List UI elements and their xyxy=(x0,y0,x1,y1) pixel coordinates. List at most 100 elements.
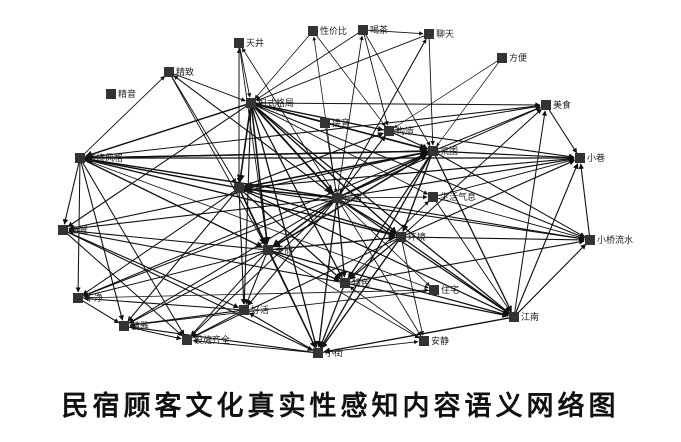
edge-minsu-jiangnan xyxy=(340,200,510,315)
edge-jiangnan-xiaojie xyxy=(323,317,510,355)
edge-jiushi-meili xyxy=(250,107,271,245)
edge-hecha-jiushi xyxy=(255,32,360,101)
edge-zhuangxiu-meishi xyxy=(84,103,541,158)
node-anjing: 安静 xyxy=(419,335,449,347)
edge-jingzhi-meili xyxy=(171,76,266,246)
edge-huanjing-xiaoqiao xyxy=(405,236,585,243)
edge-fangbian-gouzao xyxy=(393,60,498,129)
edge-anjing-tese xyxy=(349,286,421,339)
edge-fangzi-tese xyxy=(242,190,342,280)
edge-minsu-xiaoqiao xyxy=(341,198,585,241)
edge-meili-haohuo xyxy=(245,254,267,305)
edge-jiangnan-xiaoxiang xyxy=(515,163,579,313)
node-haohuo: 好活 xyxy=(239,304,269,316)
node-marker xyxy=(263,245,273,255)
edge-minsu-meili xyxy=(272,200,334,248)
node-liaotian: 聊天 xyxy=(424,28,454,40)
node-marker xyxy=(428,192,438,202)
node-label: 美丽 xyxy=(275,244,293,256)
edge-jiangnan-xiaoqiao xyxy=(517,243,587,314)
node-marker xyxy=(313,348,323,358)
node-marker xyxy=(234,38,244,48)
edge-zhuangxiu-meili xyxy=(84,159,264,249)
node-marker xyxy=(509,312,519,322)
node-huanjing: 环境 xyxy=(396,231,426,243)
edge-fenwei-huanjing xyxy=(402,155,432,233)
edge-jiushi-shenghuo xyxy=(255,104,429,195)
edge-zhuangxiu-jingya xyxy=(80,162,124,321)
node-marker xyxy=(234,183,244,193)
node-jiangnan: 江南 xyxy=(509,311,539,323)
node-label: 特色 xyxy=(352,277,370,289)
node-label: 构造 xyxy=(396,125,414,137)
node-label: 旧式格局 xyxy=(258,97,294,109)
edge-hecha-gouzao xyxy=(363,34,389,126)
node-label: 设施齐全 xyxy=(194,334,230,346)
node-label: 江南 xyxy=(521,311,539,323)
edge-minsu-xingjiabi xyxy=(312,36,337,194)
node-label: 天井 xyxy=(246,37,264,49)
edge-jieyin-minsu xyxy=(325,127,338,193)
edge-fangzi-huanjing xyxy=(243,188,396,237)
edge-gouzao-meishi xyxy=(393,104,541,131)
edge-ganjing-zhuzhai xyxy=(82,288,429,299)
node-jingya: 精雅 xyxy=(119,320,149,332)
edge-minsu-xiaoxiang xyxy=(341,156,575,198)
node-marker xyxy=(424,29,434,39)
edge-xiaojie-jingya xyxy=(129,324,314,353)
node-jingzhi: 精致 xyxy=(164,66,194,78)
edge-huanjing-meishi xyxy=(404,108,542,235)
node-marker xyxy=(419,336,429,346)
node-label: 环境 xyxy=(408,231,426,243)
edge-fenwei-xiaoqiao xyxy=(437,152,586,238)
edge-jiushi-xiaojie xyxy=(251,107,319,348)
edge-shenghuo-jiangnan xyxy=(435,200,512,313)
edge-jingzhi-jiushi xyxy=(173,73,246,102)
edge-xiaojie-haohuo xyxy=(248,312,314,351)
edge-meili-anjing xyxy=(272,252,420,339)
node-label: 氛围 xyxy=(440,145,458,157)
edge-fenwei-xiaoxiang xyxy=(437,150,575,161)
edge-fenwei-jiangnan xyxy=(434,155,512,313)
edge-fenwei-tese xyxy=(347,154,431,279)
node-label: 聊天 xyxy=(436,28,454,40)
edge-tese-jiangnan xyxy=(349,283,509,318)
edge-zhuangxiu-buzhi xyxy=(62,162,80,225)
edge-minsu-zhuangxiu xyxy=(85,156,333,198)
node-marker xyxy=(585,235,595,245)
edge-jiushi-huanjing xyxy=(254,105,398,234)
node-label: 小桥流水 xyxy=(597,234,633,246)
diagram-caption: 民宿顾客文化真实性感知内容语义网络图 xyxy=(61,391,620,422)
node-marker xyxy=(396,232,406,242)
node-marker xyxy=(246,98,256,108)
node-label: 精雅 xyxy=(131,320,149,332)
node-marker xyxy=(182,335,192,345)
node-shenghuo: 生活气息 xyxy=(428,191,476,203)
network-edges xyxy=(62,29,590,355)
edge-haohuo-ganjing xyxy=(83,296,240,311)
edge-meili-buzhi xyxy=(68,228,264,251)
node-tianjing: 天井 xyxy=(234,37,264,49)
edge-xingjiabi-gouzao xyxy=(315,34,386,127)
node-label: 住宅 xyxy=(441,284,459,296)
edge-huanjing-jiangnan xyxy=(404,239,510,315)
node-zhuzhai: 住宅 xyxy=(429,284,459,296)
edge-tese-xiaoqiao xyxy=(349,239,585,283)
edge-huanjing-xiaojie xyxy=(320,240,399,349)
node-jingyin: 精音 xyxy=(106,88,136,100)
node-zhuangxiu: 装修风格 xyxy=(75,152,123,164)
edge-meishi-xiaoxiang xyxy=(548,108,578,154)
edge-jieyin-jiushi xyxy=(256,103,321,123)
edge-buzhi-xiaojie xyxy=(67,231,314,351)
node-jieyin: 接音 xyxy=(320,117,350,129)
node-buzhi: 布置 xyxy=(58,224,88,236)
network-nodes: 天井性价比喝茶聊天方便精致精音旧式格局接音构造美食装修风格氛围小巷房子民宿生活气… xyxy=(58,24,633,359)
node-tese: 特色 xyxy=(340,277,370,289)
edge-meili-ganjing xyxy=(83,250,264,298)
edge-zhuangxiu-fenwei xyxy=(84,147,428,159)
edge-xiaojie-sheshi xyxy=(192,338,314,354)
node-marker xyxy=(497,53,507,63)
edge-buzhi-sheshi xyxy=(66,232,183,337)
edge-fangzi-ganjing xyxy=(82,190,236,296)
node-label: 安静 xyxy=(431,335,449,347)
